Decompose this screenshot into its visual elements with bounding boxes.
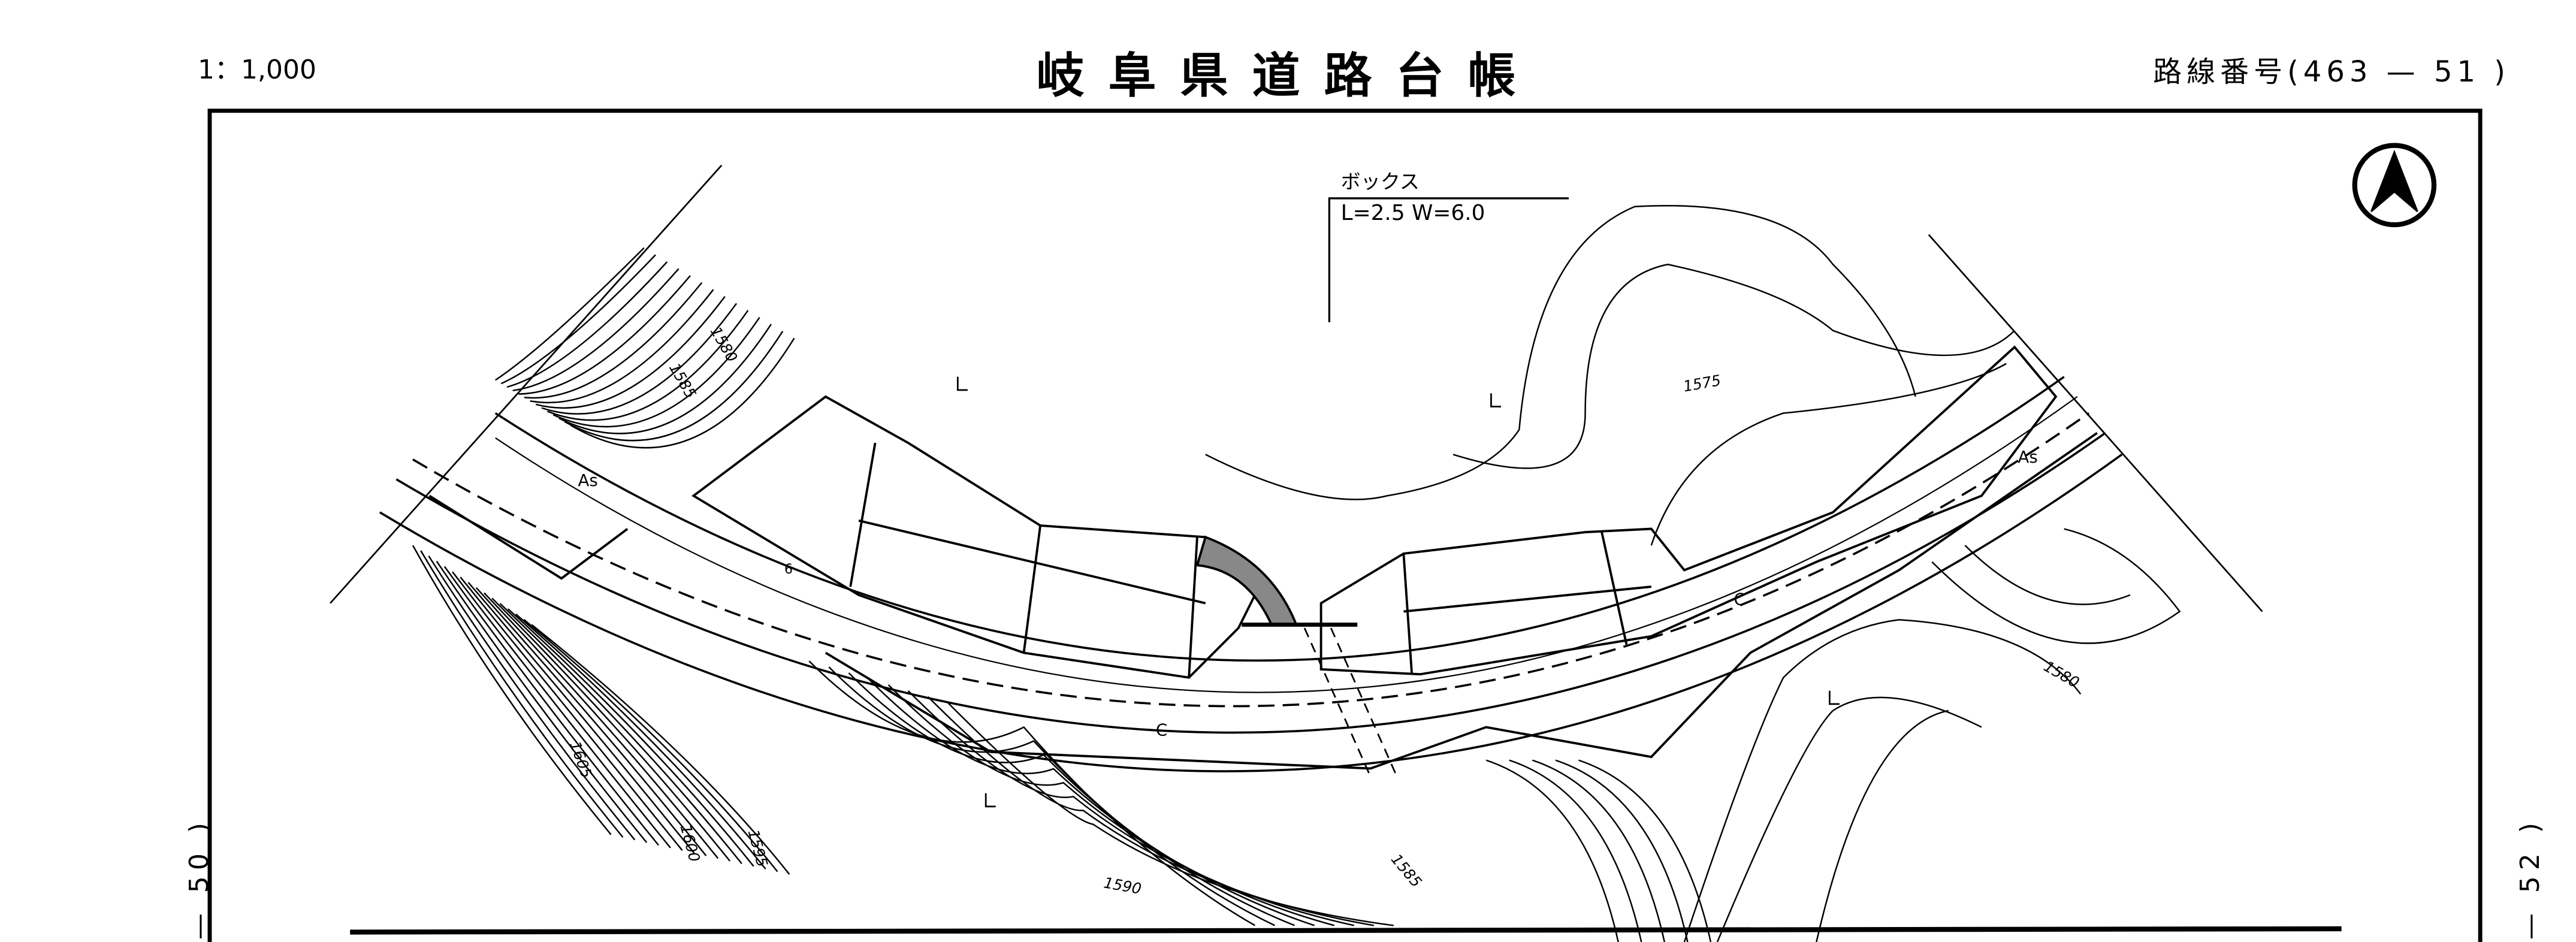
contour-line xyxy=(887,684,1334,926)
contour-line xyxy=(848,672,1295,926)
contour-line xyxy=(518,275,691,395)
contour-line xyxy=(1650,363,2007,546)
contour-line xyxy=(467,582,695,854)
map-frame xyxy=(207,108,2483,942)
boundary-line xyxy=(1928,234,2263,612)
road xyxy=(379,376,2123,772)
contour-line xyxy=(507,608,754,867)
vegetation-symbols xyxy=(956,376,1840,808)
contour-line xyxy=(506,261,668,388)
contour-line xyxy=(530,289,714,404)
contour-line xyxy=(547,310,749,421)
contour-line xyxy=(1683,618,2082,942)
contour-line xyxy=(452,571,671,849)
contour-line xyxy=(499,603,742,865)
surface-label: As xyxy=(578,471,598,490)
box-culvert xyxy=(1303,627,1398,777)
contour-line xyxy=(1532,759,1666,942)
route-label: 路線番号 xyxy=(2153,55,2288,89)
contour-line xyxy=(1485,759,1619,942)
page-title: 岐阜県道路台帳 xyxy=(1036,48,1540,104)
contour-line xyxy=(484,592,719,859)
contour-line xyxy=(1716,696,1982,942)
surface-label: 6 xyxy=(784,562,793,577)
contour-line xyxy=(1509,759,1642,942)
contour-line xyxy=(1578,759,1712,942)
annotation-leader xyxy=(1328,197,1569,322)
contour-label: 1600 xyxy=(677,823,703,864)
contour-label: 1580 xyxy=(2041,657,2082,692)
contour-line xyxy=(475,587,707,856)
contour-line xyxy=(558,324,772,434)
contour-label: 1580 xyxy=(707,324,741,365)
contour-line xyxy=(412,545,612,835)
contour-line xyxy=(1452,263,2015,469)
contour-line xyxy=(1931,528,2181,644)
contour-line xyxy=(428,555,636,841)
contour-line xyxy=(947,702,1394,926)
contour-line xyxy=(495,247,645,381)
map-scale: 1：1,000 xyxy=(198,55,316,85)
contour-line xyxy=(564,331,784,442)
slope-blocks-north xyxy=(691,345,2058,679)
north-arrow-icon xyxy=(2352,143,2437,228)
route-value: (463 — 51 ) xyxy=(2287,55,2510,89)
contour-line xyxy=(868,678,1315,926)
contour-line xyxy=(524,282,703,399)
contour-line xyxy=(1555,759,1689,942)
boundary-line xyxy=(330,164,723,604)
contour-line xyxy=(1964,545,2131,605)
contour-line xyxy=(491,597,731,862)
contour-line xyxy=(420,550,624,838)
contour-line xyxy=(535,296,726,409)
contour-label: 1585 xyxy=(1388,850,1426,890)
contour-line xyxy=(443,566,659,846)
contour-line xyxy=(515,613,766,869)
contour-line xyxy=(1205,204,1916,500)
contour-label: 1585 xyxy=(666,360,700,401)
contour-label: 1590 xyxy=(1103,874,1143,898)
contour-line xyxy=(460,576,683,851)
structure-dimensions: L=2.5 W=6.0 xyxy=(1341,201,1485,225)
contour-line xyxy=(541,303,738,415)
contour-line xyxy=(500,254,656,385)
surface-label: As xyxy=(2018,448,2038,467)
contour-line xyxy=(531,624,790,875)
surface-label: C xyxy=(1734,590,1745,609)
contour-line xyxy=(552,316,760,428)
contour-line xyxy=(523,618,778,872)
contour-line xyxy=(512,268,680,391)
bottom-rule xyxy=(350,926,2342,935)
contour-line xyxy=(570,337,795,449)
route-number: 路線番号(463 — 51 ) xyxy=(2153,48,2510,90)
contour-line xyxy=(808,660,1256,926)
slope-blocks-south xyxy=(428,431,2098,770)
contour-line xyxy=(436,560,648,843)
surface-label: C xyxy=(1156,720,1167,739)
contour-line xyxy=(1816,709,1949,942)
contour-lines xyxy=(412,204,2181,942)
contour-line xyxy=(828,666,1275,926)
contour-label: 1575 xyxy=(1682,372,1722,395)
structure-type-label: ボックス xyxy=(1341,170,1420,193)
